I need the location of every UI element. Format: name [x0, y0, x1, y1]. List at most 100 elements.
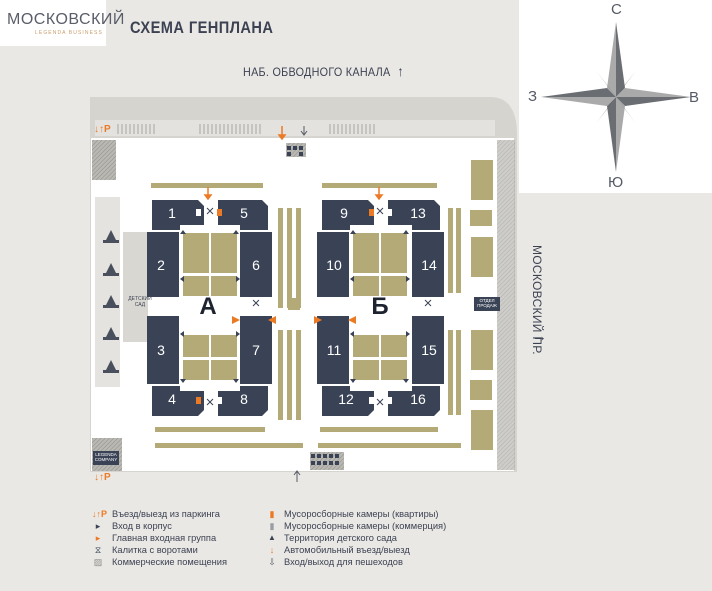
street-name-canal: НАБ. ОБВОДНОГО КАНАЛА	[243, 65, 391, 79]
building-number-2: 2	[157, 257, 165, 273]
gate-icon	[252, 299, 260, 307]
building-number-9: 9	[340, 205, 348, 221]
building-14	[412, 232, 444, 297]
legend-text: Автомобильный въезд/выезд	[284, 545, 410, 555]
building-5	[218, 200, 268, 230]
gate-icon	[424, 299, 432, 307]
garbage-apartments-icon	[196, 397, 201, 404]
legend-text: Мусоросборные камеры (коммерция)	[284, 521, 447, 531]
legend-text: Территория детского сада	[284, 533, 397, 543]
legend-text: Въезд/выезд из паркинга	[112, 509, 220, 519]
compass-south-label: Ю	[608, 174, 624, 191]
compass-west-label: З	[528, 88, 538, 105]
gate-icon	[206, 398, 214, 406]
parking-entry-top: ↓↑P	[94, 124, 111, 135]
building-1	[152, 200, 204, 230]
main-entrance-icon	[348, 316, 356, 324]
building-entrance-icon: ▸	[95, 521, 101, 531]
sales-office	[474, 297, 500, 311]
legenda-company-office	[93, 451, 119, 465]
building-7	[240, 316, 272, 384]
page-title: СХЕМА ГЕНПЛАНА	[130, 18, 274, 37]
car-entry-icon: ↓	[269, 545, 275, 555]
logo-main-text: МОСКОВСКИЙ	[7, 11, 125, 28]
garbage-apartments-icon	[369, 209, 374, 216]
legend-text: Вход в корпус	[112, 521, 172, 531]
building-number-11: 11	[327, 342, 342, 358]
kindergarten-area	[95, 197, 120, 387]
gate-icon	[376, 398, 384, 406]
building-15	[412, 316, 444, 384]
garbage-commercial-icon	[387, 397, 392, 404]
main-entrance-icon: ▸	[95, 533, 101, 543]
compass-panel: С В Ю З	[519, 0, 712, 193]
building-number-4: 4	[168, 391, 176, 407]
building-2	[147, 232, 179, 297]
garbage-commercial-icon	[196, 209, 201, 216]
garbage-apartments-icon	[217, 209, 222, 216]
arrow-up-icon: ↑	[397, 63, 404, 79]
legend-text: Калитка с воротами	[112, 545, 198, 555]
building-10	[317, 232, 349, 297]
building-number-8: 8	[240, 391, 248, 407]
building-number-6: 6	[252, 257, 260, 273]
building-number-10: 10	[326, 257, 342, 273]
legend-text: Коммерческие помещения	[112, 557, 228, 567]
compass-east-label: В	[689, 89, 700, 106]
logo: МОСКОВСКИЙ LEGENDA BUSINESS	[0, 0, 125, 46]
logo-sub-text: LEGENDA BUSINESS	[35, 30, 103, 36]
legend-text: Главная входная группа	[112, 533, 217, 543]
building-number-3: 3	[157, 342, 165, 358]
sales-office-label: ОТДЕЛ ПРОДАЖ	[477, 298, 497, 308]
building-13	[388, 200, 440, 230]
garbage-commercial-icon	[369, 397, 374, 404]
block-label-a: А	[199, 293, 216, 320]
building-12	[322, 386, 374, 416]
compass-rose-icon	[541, 22, 691, 172]
street-label-prospect: МОСКОВСКИЙ ПР.	[530, 245, 544, 355]
gate-icon	[206, 207, 214, 215]
legend-left: ↓↑P Въезд/выезд из паркинга ▸ Вход в кор…	[92, 508, 292, 578]
pedestrian-entry-icon	[300, 126, 308, 136]
street-label-canal: НАБ. ОБВОДНОГО КАНАЛА ↑	[243, 63, 404, 79]
building-number-12: 12	[338, 391, 354, 407]
arrow-right-icon: →	[532, 328, 547, 345]
building-11	[317, 316, 349, 384]
building-8	[218, 386, 268, 416]
garbage-commercial-icon	[217, 397, 222, 404]
garbage-commercial-icon: ▮	[269, 521, 275, 531]
building-number-5: 5	[240, 205, 248, 221]
main-entrance-icon	[268, 316, 276, 324]
main-entrance-icon	[314, 316, 322, 324]
parking-entry-icon: ↓↑P	[92, 509, 108, 519]
garbage-commercial-icon	[387, 209, 392, 216]
compass-north-label: С	[611, 1, 622, 18]
street-name-prospect: МОСКОВСКИЙ ПР.	[530, 245, 544, 355]
building-number-13: 13	[410, 205, 426, 221]
building-number-1: 1	[168, 205, 176, 221]
building-3	[147, 316, 179, 384]
legend-text: Мусоросборные камеры (квартиры)	[284, 509, 439, 519]
garbage-apartments-icon: ▮	[269, 509, 275, 519]
building-number-16: 16	[410, 391, 426, 407]
commercial-premises-left-top	[92, 140, 116, 180]
kindergarten-territory-icon: ▲	[268, 533, 276, 542]
gate-icon: ⧖	[94, 545, 102, 555]
kindergarten-label: ДЕТСКИЙ САД	[128, 296, 152, 308]
commercial-premises-right	[497, 140, 515, 470]
building-number-7: 7	[252, 342, 260, 358]
pedestrian-entry-icon: ⇩	[268, 557, 276, 567]
building-9	[322, 200, 374, 230]
main-entrance-icon	[232, 316, 240, 324]
building-6	[240, 232, 272, 297]
legenda-company-label: LEGENDA COMPANY	[94, 452, 118, 462]
gate-icon	[376, 207, 384, 215]
commercial-premises-icon: ▨	[93, 557, 103, 567]
block-label-b: Б	[371, 293, 388, 320]
parking-entry-bottom: ↓↑P	[94, 472, 111, 483]
building-16	[388, 386, 440, 416]
legend-text: Вход/выход для пешеходов	[284, 557, 403, 567]
legend-right: ▮ Мусоросборные камеры (квартиры) ▮ Мусо…	[266, 508, 486, 578]
pedestrian-entry-icon	[293, 470, 301, 482]
